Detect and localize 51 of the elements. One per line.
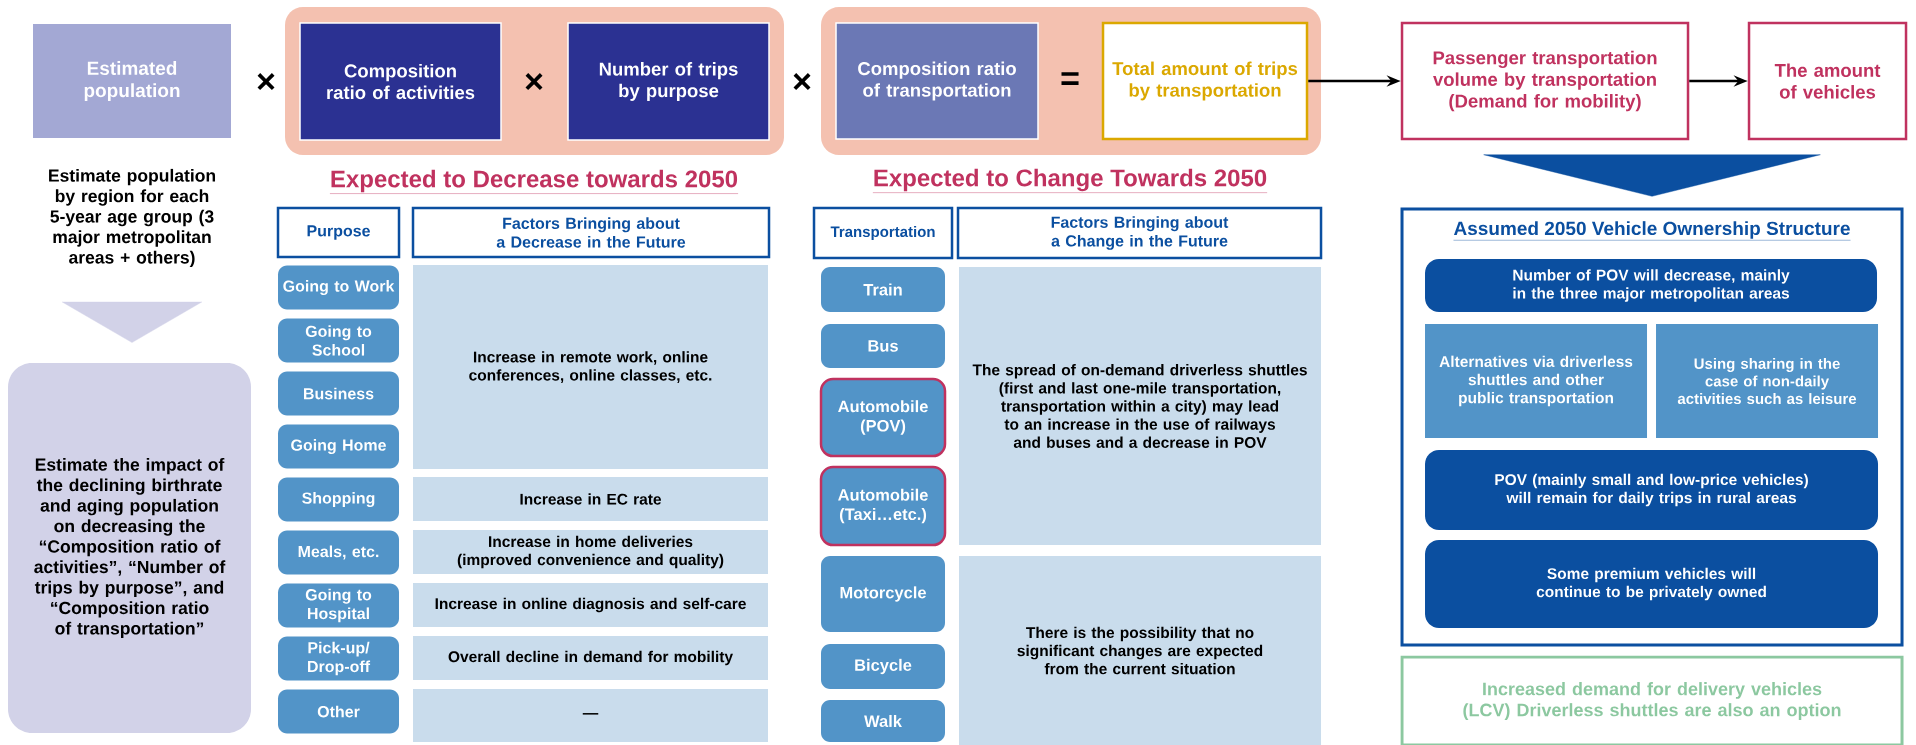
chevron-arrow [62,298,202,343]
column-header: Factors Bringing about a Decrease in the Future [411,206,771,259]
category-pill: Going to Work [278,265,399,310]
table-cell: Increase in EC rate [413,477,768,521]
table-cell: — [413,689,768,742]
category-pill: Going to Hospital [278,583,399,628]
result-box: Total amount of trips by transportation [1101,21,1309,141]
output-box: Passenger transportation volume by transportation (Demand for mobility) [1400,21,1690,141]
column-header: Purpose [276,206,401,259]
category-pill: Automobile (POV) [819,377,947,458]
output-box: The amount of vehicles [1747,21,1908,141]
category-pill: Train [821,267,945,312]
table-cell: The spread of on-demand driverless shuttles (first and last one-mile transportation, transportation within a city) may lead to an increase in the use of railways and buses and a decrease in POV [959,267,1321,545]
category-pill: Going to School [278,318,399,363]
note-box: Estimate the impact of the declining birthrate and aging population on decreasing the “Composition ratio of activities”, “Number of trips by purpose”, and “Composition ratio of transportation” [8,363,251,733]
category-pill: Business [278,371,399,416]
chevron-arrow [1483,151,1821,197]
table-cell: Overall decline in demand for mobility [413,636,768,680]
category-pill: Bicycle [821,644,945,689]
statement-box: Using sharing in the case of non-daily activities such as leisure [1656,324,1878,438]
category-pill: Pick-up/ Drop-off [278,636,399,681]
table-cell: Increase in remote work, online conferences, online classes, etc. [413,265,768,469]
category-pill: Walk [821,700,945,742]
operator-symbol: × [525,73,543,91]
statement-box: Some premium vehicles will continue to be privately owned [1425,540,1878,628]
table-cell: There is the possibility that no significant changes are expected from the current situation [959,556,1321,745]
category-pill: Bus [821,324,945,368]
statement-box: POV (mainly small and low-price vehicles) will remain for daily trips in rural areas [1425,450,1878,530]
operator-symbol: = [1061,72,1079,85]
section-title: Expected to Change Towards 2050 [872,168,1268,193]
table-cell: Increase in home deliveries (improved convenience and quality) [413,530,768,574]
operator-symbol: × [257,73,275,91]
table-cell: Increase in online diagnosis and self-care [413,583,768,627]
factor-box: Number of trips by purpose [567,22,770,141]
category-pill: Motorcycle [821,556,945,632]
column-header: Transportation [812,206,954,260]
factor-box: Composition ratio of transportation [835,22,1039,140]
category-pill: Meals, etc. [278,530,399,575]
section-title: Expected to Decrease towards 2050 [329,169,739,194]
category-pill: Shopping [278,477,399,522]
statement-box: Alternatives via driverless shuttles and other public transportation [1425,324,1647,438]
category-pill: Going Home [278,424,399,469]
note-box: Increased demand for delivery vehicles (LCV) Driverless shuttles are also an option [1400,655,1904,745]
process-box: Estimated population [33,24,231,138]
caption-text: Estimate population by region for each 5-year age group (3 major metropolitan areas + others) [49,168,215,268]
operator-symbol: × [793,73,811,91]
factor-box: Composition ratio of activities [299,22,502,141]
category-pill: Automobile (Taxi…etc.) [819,465,947,547]
statement-box: Number of POV will decrease, mainly in the three major metropolitan areas [1425,259,1877,312]
column-header: Factors Bringing about a Change in the Future [956,206,1323,260]
category-pill: Other [278,689,399,734]
